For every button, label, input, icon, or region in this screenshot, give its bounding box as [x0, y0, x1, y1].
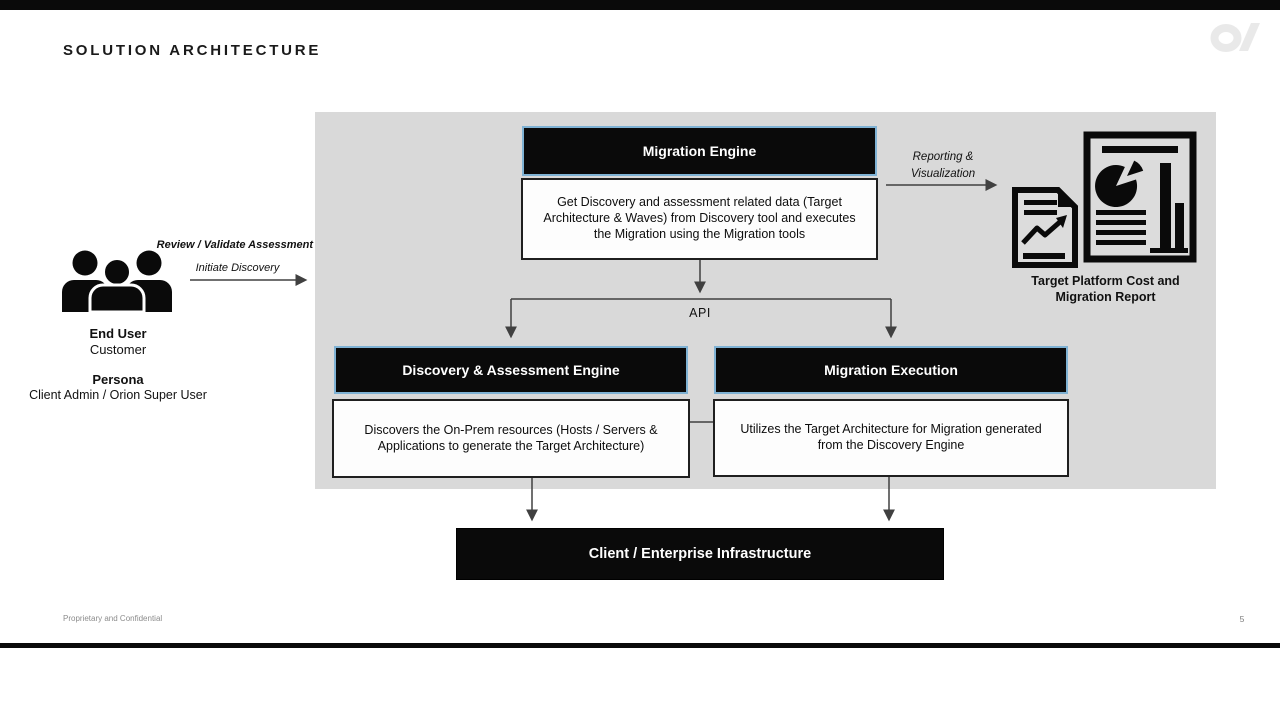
initiate-discovery-label: Initiate Discovery [195, 262, 280, 274]
discovery-assessment-description-text: Discovers the On-Prem resources (Hosts /… [364, 422, 658, 453]
report-caption: Target Platform Cost and Migration Repor… [1031, 274, 1180, 305]
discovery-assessment-header: Discovery & Assessment Engine [334, 346, 688, 394]
footer-confidential: Proprietary and Confidential [63, 614, 163, 623]
migration-engine-header: Migration Engine [522, 126, 877, 176]
discovery-assessment-title: Discovery & Assessment Engine [402, 362, 620, 378]
migration-engine-description: Get Discovery and assessment related dat… [521, 178, 878, 260]
users-group-icon [62, 250, 172, 312]
persona-value: Client Admin / Orion Super User [29, 388, 207, 402]
migration-execution-header: Migration Execution [714, 346, 1068, 394]
migration-execution-description: Utilizes the Target Architecture for Mig… [713, 399, 1069, 477]
bottom-accent-bar [0, 643, 1280, 648]
end-user-value: Customer [89, 342, 147, 357]
infrastructure-box: Client / Enterprise Infrastructure [456, 528, 944, 580]
top-accent-bar [0, 0, 1280, 10]
persona-label: Persona [92, 372, 144, 387]
discovery-assessment-description: Discovers the On-Prem resources (Hosts /… [332, 399, 690, 478]
page-number: 5 [1239, 614, 1245, 624]
migration-execution-description-text: Utilizes the Target Architecture for Mig… [740, 422, 1042, 452]
review-validate-label: Review / Validate Assessment [156, 239, 313, 251]
end-user-label: End User [89, 326, 147, 341]
api-label: API [689, 306, 711, 320]
migration-engine-description-text: Get Discovery and assessment related dat… [543, 195, 856, 241]
migration-engine-title: Migration Engine [642, 143, 757, 159]
orion-logo-icon [1210, 23, 1260, 52]
cost-report-icon [1012, 131, 1197, 268]
page-title: SOLUTION ARCHITECTURE [63, 42, 322, 59]
reporting-visualization-label: Reporting & Visualization [910, 151, 976, 180]
infrastructure-label: Client / Enterprise Infrastructure [588, 546, 812, 562]
migration-execution-title: Migration Execution [824, 362, 958, 378]
